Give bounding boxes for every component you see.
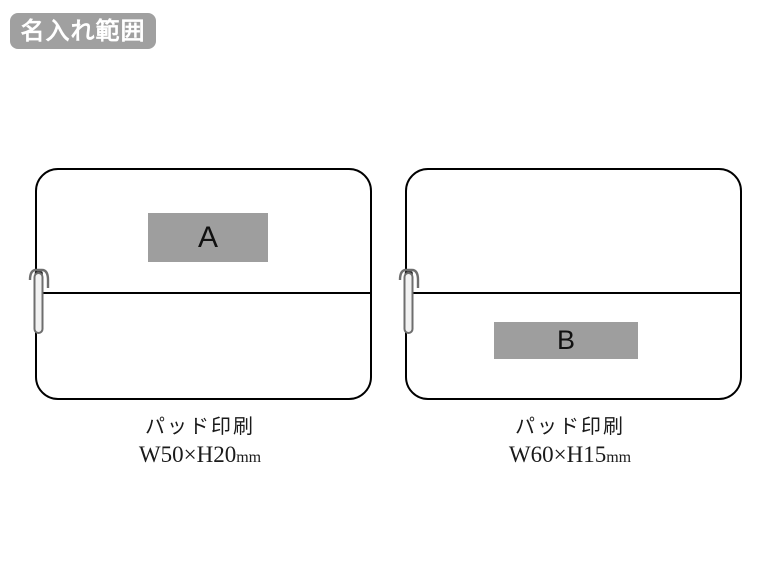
pouch-outline-svg <box>398 168 742 400</box>
caption-b-method: パッド印刷 <box>515 414 625 438</box>
caption-a-method: パッド印刷 <box>145 414 255 438</box>
print-area-b-letter: B <box>556 325 575 355</box>
pouch-outline-svg <box>28 168 372 400</box>
zipper-pull-tab <box>403 272 414 334</box>
caption-b: パッド印刷 W60×H15mm <box>395 412 745 473</box>
pouch-body-shape <box>405 168 742 400</box>
zipper-slider-ring <box>28 268 50 288</box>
caption-b-size-unit: mm <box>606 449 632 466</box>
caption-b-size-value: W60×H15 <box>508 442 607 467</box>
pouch-illustration-a: A <box>25 160 375 406</box>
figure-b: B パッド印刷 W60×H15mm <box>395 160 745 490</box>
print-area-b: B <box>494 322 638 359</box>
zipper-slider-ring <box>398 268 420 288</box>
imprint-area-badge-label: 名入れ範囲 <box>20 17 146 45</box>
pouch-illustration-b: B <box>395 160 745 406</box>
figure-a: A パッド印刷 W50×H20mm <box>25 160 375 490</box>
zipper-pull-tab <box>33 272 44 334</box>
caption-a-size-value: W50×H20 <box>138 442 237 467</box>
caption-a-size-unit: mm <box>236 449 262 466</box>
caption-b-size: W60×H15mm <box>395 440 745 473</box>
pouch-body-shape <box>35 168 372 400</box>
caption-a-size: W50×H20mm <box>25 440 375 473</box>
print-area-a: A <box>148 213 268 262</box>
print-area-a-letter: A <box>197 220 218 254</box>
caption-a: パッド印刷 W50×H20mm <box>25 412 375 473</box>
imprint-area-badge: 名入れ範囲 <box>10 13 156 49</box>
